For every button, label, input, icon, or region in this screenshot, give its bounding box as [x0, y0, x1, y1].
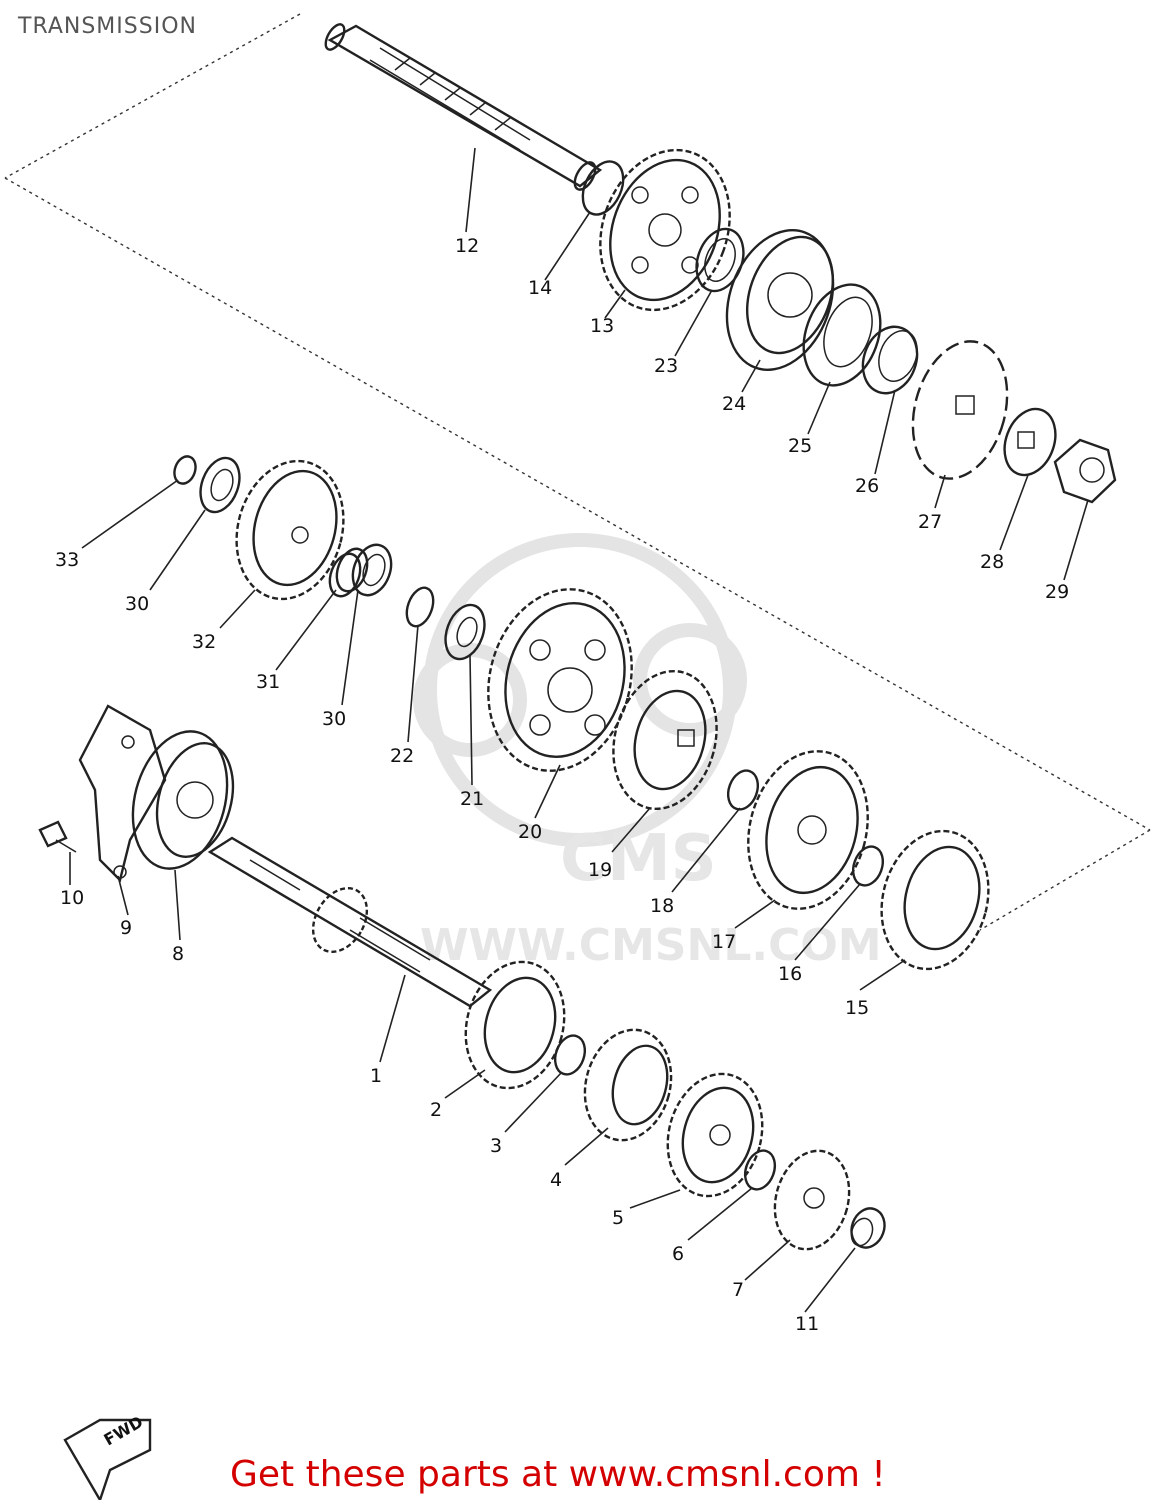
callout-10: 10	[60, 887, 84, 909]
get-parts-link[interactable]: Get these parts at www.cmsnl.com !	[230, 1454, 886, 1495]
callout-11: 11	[795, 1313, 819, 1335]
part-10-screw[interactable]	[38, 820, 77, 853]
part-9-bearing-plate[interactable]	[78, 704, 167, 883]
part-25-oil-seal[interactable]	[790, 274, 893, 396]
part-4-gear[interactable]	[573, 1020, 683, 1150]
callout-3: 3	[490, 1135, 502, 1157]
callout-31: 31	[256, 671, 280, 693]
part-17-gear[interactable]	[731, 738, 884, 923]
callout-5: 5	[612, 1207, 624, 1229]
callout-8: 8	[172, 943, 184, 965]
callout-25: 25	[788, 435, 812, 457]
part-11-bushing[interactable]	[846, 1204, 890, 1253]
part-3-circlip[interactable]	[550, 1031, 590, 1078]
callout-1: 1	[370, 1065, 382, 1087]
callout-16: 16	[778, 963, 802, 985]
part-14-circlip[interactable]	[575, 155, 631, 221]
callout-18: 18	[650, 895, 674, 917]
callout-32: 32	[192, 631, 216, 653]
callout-26: 26	[855, 475, 879, 497]
callout-13: 13	[590, 315, 614, 337]
callout-14: 14	[528, 277, 552, 299]
callout-9: 9	[120, 917, 132, 939]
part-33-circlip[interactable]	[171, 453, 199, 486]
callout-12: 12	[455, 235, 479, 257]
callout-24: 24	[722, 393, 746, 415]
part-12-main-axle[interactable]	[322, 21, 603, 193]
callout-33: 33	[55, 549, 79, 571]
callout-20: 20	[518, 821, 542, 843]
callout-labels: 12 14 13 23 24 25 26 27 28 29 33 30 32 3…	[55, 235, 1069, 1335]
watermark-url: WWW.CMSNL.COM	[420, 920, 882, 971]
part-15-gear[interactable]	[867, 819, 1004, 981]
part-8-bearing[interactable]	[118, 721, 244, 880]
part-20-gear[interactable]	[469, 573, 652, 787]
leader-lines	[69, 147, 1089, 1313]
callout-30-lower: 30	[322, 708, 346, 730]
watermark-logo: CMS	[560, 822, 717, 896]
boundary-lines	[4, 13, 1151, 931]
callout-2: 2	[430, 1099, 442, 1121]
callout-7: 7	[732, 1279, 744, 1301]
part-13-gear[interactable]	[579, 132, 752, 329]
callout-19: 19	[588, 859, 612, 881]
part-26-collar[interactable]	[854, 319, 926, 401]
part-30-washer-upper[interactable]	[194, 453, 247, 518]
part-27-drive-sprocket[interactable]	[898, 331, 1021, 490]
callout-15: 15	[845, 997, 869, 1019]
callout-22: 22	[390, 745, 414, 767]
part-6-circlip[interactable]	[740, 1146, 780, 1193]
callout-29: 29	[1045, 581, 1069, 603]
callout-23: 23	[654, 355, 678, 377]
part-2-gear[interactable]	[452, 951, 578, 1099]
part-31-bushing[interactable]	[324, 545, 372, 601]
part-19-gear[interactable]	[599, 659, 732, 820]
part-28-lock-washer[interactable]	[996, 402, 1064, 482]
callout-4: 4	[550, 1169, 562, 1191]
callout-17: 17	[712, 931, 736, 953]
part-18-circlip[interactable]	[723, 766, 763, 813]
callout-28: 28	[980, 551, 1004, 573]
callout-30-upper: 30	[125, 593, 149, 615]
watermark: CMS WWW.CMSNL.COM	[413, 533, 882, 971]
part-32-gear[interactable]	[222, 449, 359, 611]
diagram-title: TRANSMISSION	[18, 14, 197, 39]
part-29-nut[interactable]	[1053, 438, 1117, 504]
callout-6: 6	[672, 1243, 684, 1265]
part-22-circlip[interactable]	[402, 584, 438, 630]
callout-27: 27	[918, 511, 942, 533]
callout-21: 21	[460, 788, 484, 810]
part-30-washer-lower[interactable]	[346, 539, 398, 600]
part-5-gear[interactable]	[655, 1063, 776, 1207]
fwd-label: FWD	[101, 1412, 147, 1449]
part-1-drive-axle[interactable]	[207, 836, 493, 1008]
part-7-gear[interactable]	[764, 1142, 859, 1257]
part-16-circlip[interactable]	[848, 842, 888, 889]
part-21-washer[interactable]	[439, 600, 492, 665]
fwd-arrow-icon: FWD	[63, 1412, 152, 1500]
